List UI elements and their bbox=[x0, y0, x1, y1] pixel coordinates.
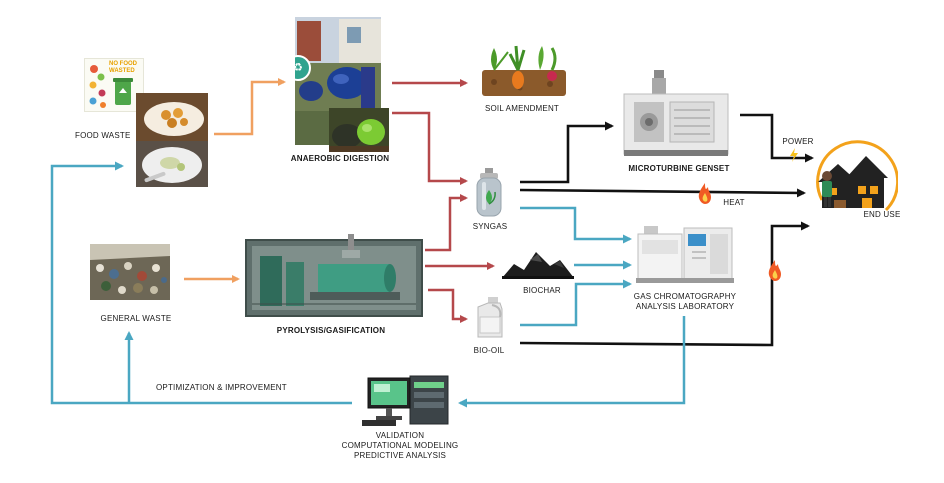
gas-chromatograph-icon bbox=[636, 226, 734, 283]
validation-label: VALIDATION bbox=[375, 431, 425, 440]
arrow-lab-to-validation bbox=[458, 316, 686, 408]
no-food-wasted-label: NO FOOD WASTED bbox=[109, 61, 137, 74]
arrow-digestion-to-syngas bbox=[392, 111, 468, 185]
computational-modeling-label: COMPUTATIONAL MODELING bbox=[341, 441, 459, 450]
arrow-syngas-to-microturbine bbox=[520, 121, 614, 184]
arrow-microturbine-power-to-enduse bbox=[740, 113, 814, 163]
pyrolysis-container-icon bbox=[245, 234, 423, 317]
lightning-icon bbox=[790, 148, 798, 162]
digester-bag-photo bbox=[329, 108, 389, 152]
microturbine-genset-label: MICROTURBINE GENSET bbox=[628, 164, 730, 173]
waste-pile-photo bbox=[90, 244, 170, 300]
arrow-biooil-heat-to-enduse bbox=[519, 221, 810, 347]
predictive-analysis-label: PREDICTIVE ANALYSIS bbox=[353, 451, 447, 460]
arrow-biooil-to-lab bbox=[520, 279, 632, 327]
biochar-pile-icon bbox=[502, 252, 574, 279]
food-waste-photo bbox=[136, 93, 208, 187]
general-waste-label: GENERAL WASTE bbox=[100, 314, 172, 323]
heat-label: HEAT bbox=[723, 198, 745, 207]
no-food-wasted-poster: NO FOOD WASTED bbox=[84, 58, 144, 112]
bio-oil-jug-icon bbox=[477, 297, 503, 338]
flame-icon bbox=[698, 183, 711, 204]
gc-lab-label-line2: ANALYSIS LABORATORY bbox=[635, 302, 735, 311]
gas-cylinder-icon bbox=[476, 168, 502, 217]
anaerobic-digestion-label: ANAEROBIC DIGESTION bbox=[290, 154, 390, 163]
house-icon bbox=[816, 140, 898, 212]
soil-amendment-label: SOIL AMENDMENT bbox=[484, 104, 560, 113]
arrow-syngas-heat-to-enduse bbox=[519, 188, 806, 198]
optimization-label: OPTIMIZATION & IMPROVEMENT bbox=[156, 383, 287, 392]
recycling-bin-icon bbox=[89, 65, 133, 108]
pyrolysis-gasification-label: PYROLYSIS/GASIFICATION bbox=[276, 326, 386, 335]
biochar-label: BIOCHAR bbox=[523, 286, 561, 295]
bio-oil-label: BIO-OIL bbox=[473, 346, 505, 355]
arrow-syngas-to-lab bbox=[520, 206, 632, 244]
end-use-label: END USE bbox=[863, 210, 901, 219]
syngas-label: SYNGAS bbox=[472, 222, 508, 231]
digestion-badge-icon: ♻ bbox=[295, 55, 311, 81]
soil-plants-icon bbox=[482, 45, 566, 96]
power-label: POWER bbox=[782, 137, 814, 146]
arrow-food-to-digestion bbox=[214, 78, 286, 136]
microturbine-icon bbox=[623, 70, 729, 156]
arrow-pyrolysis-to-biooil bbox=[428, 288, 468, 323]
food-waste-label: FOOD WASTE bbox=[75, 131, 131, 140]
gc-lab-label-line1: GAS CHROMATOGRAPHY bbox=[633, 292, 737, 301]
computer-workstation-icon bbox=[362, 375, 449, 426]
arrow-validation-feedback-loop bbox=[50, 161, 352, 405]
flame-icon-biooil bbox=[768, 260, 781, 281]
arrow-pyrolysis-to-syngas bbox=[425, 194, 468, 252]
